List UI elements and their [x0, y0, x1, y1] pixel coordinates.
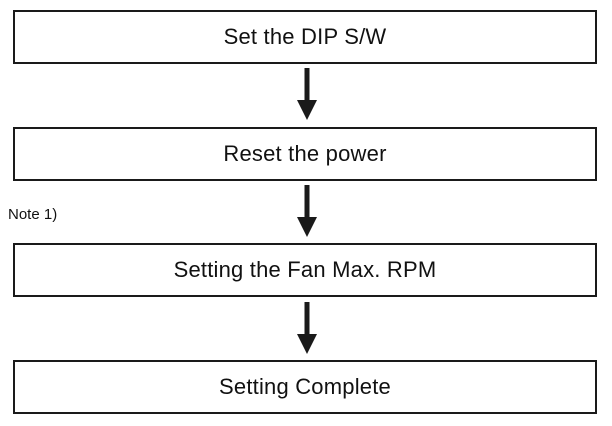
note-label: Note 1) — [8, 206, 58, 223]
step-box-reset-power: Reset the power — [13, 127, 597, 181]
step-label: Reset the power — [223, 141, 387, 166]
step-box-fan-max-rpm: Setting the Fan Max. RPM — [13, 243, 597, 297]
down-arrow-icon — [295, 302, 319, 356]
step-box-set-dip-switch: Set the DIP S/W — [13, 10, 597, 64]
down-arrow-icon — [295, 185, 319, 239]
step-label: Set the DIP S/W — [223, 24, 387, 49]
down-arrow-icon — [295, 68, 319, 122]
step-label: Setting the Fan Max. RPM — [173, 257, 437, 282]
step-label: Setting Complete — [219, 374, 391, 399]
step-box-setting-complete: Setting Complete — [13, 360, 597, 414]
